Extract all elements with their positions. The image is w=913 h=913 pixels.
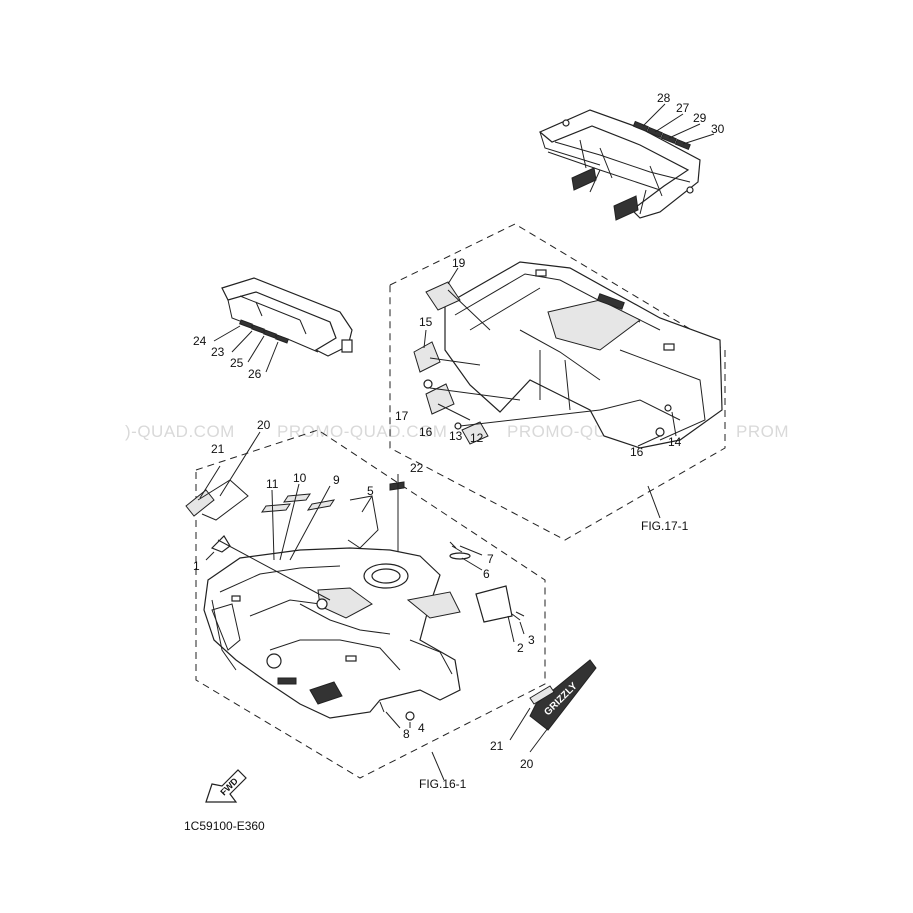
- fig-ref-front: FIG.16-1: [419, 777, 467, 791]
- callout-20a: 20: [257, 418, 271, 432]
- callout-1: 1: [193, 559, 200, 573]
- callout-10: 10: [293, 471, 307, 485]
- front-carrier: [213, 277, 353, 373]
- callout-27: 27: [676, 101, 690, 115]
- callout-11: 11: [266, 477, 279, 491]
- callout-13: 13: [449, 429, 463, 443]
- rear-fender-group: [389, 223, 726, 541]
- callout-17: 17: [395, 409, 409, 423]
- callout-24: 24: [193, 334, 207, 348]
- fwd-arrow: FWD: [205, 769, 247, 803]
- callout-20b: 20: [520, 757, 534, 771]
- callout-19: 19: [452, 256, 466, 270]
- callout-25: 25: [230, 356, 244, 370]
- callout-8: 8: [403, 727, 410, 741]
- brand-decals: GRIZZLY: [509, 659, 597, 753]
- callout-15: 15: [419, 315, 433, 329]
- callout-16a: 16: [419, 425, 433, 439]
- callout-21a: 21: [211, 442, 225, 456]
- watermark-d: PROM: [736, 422, 789, 441]
- callout-28: 28: [657, 91, 671, 105]
- fwd-arrow-icon: [205, 769, 247, 803]
- callout-3: 3: [528, 633, 535, 647]
- callout-labels: 1 2 3 4 5 6 7 8 9 10 11 12 13 14 15 16 1…: [193, 91, 725, 771]
- callout-2: 2: [517, 641, 524, 655]
- callout-26: 26: [248, 367, 262, 381]
- fig-ref-rear: FIG.17-1: [641, 519, 689, 533]
- callout-12: 12: [470, 431, 484, 445]
- callout-7: 7: [487, 552, 494, 566]
- callout-29: 29: [693, 111, 707, 125]
- callout-9: 9: [333, 473, 340, 487]
- front-fender-group: [185, 429, 546, 781]
- callout-30: 30: [711, 122, 725, 136]
- callout-6: 6: [483, 567, 490, 581]
- callout-14: 14: [668, 435, 682, 449]
- callout-22: 22: [410, 461, 424, 475]
- diagram-code: 1C59100-E360: [184, 819, 265, 833]
- watermark-b: PROMO-QUAD.COM: [277, 422, 447, 441]
- callout-21b: 21: [490, 739, 504, 753]
- callout-16b: 16: [630, 445, 644, 459]
- callout-23: 23: [211, 345, 225, 359]
- watermark-a: )-QUAD.COM: [125, 422, 235, 441]
- callout-5: 5: [367, 484, 374, 498]
- rear-carrier: [538, 103, 715, 221]
- callout-4: 4: [418, 721, 425, 735]
